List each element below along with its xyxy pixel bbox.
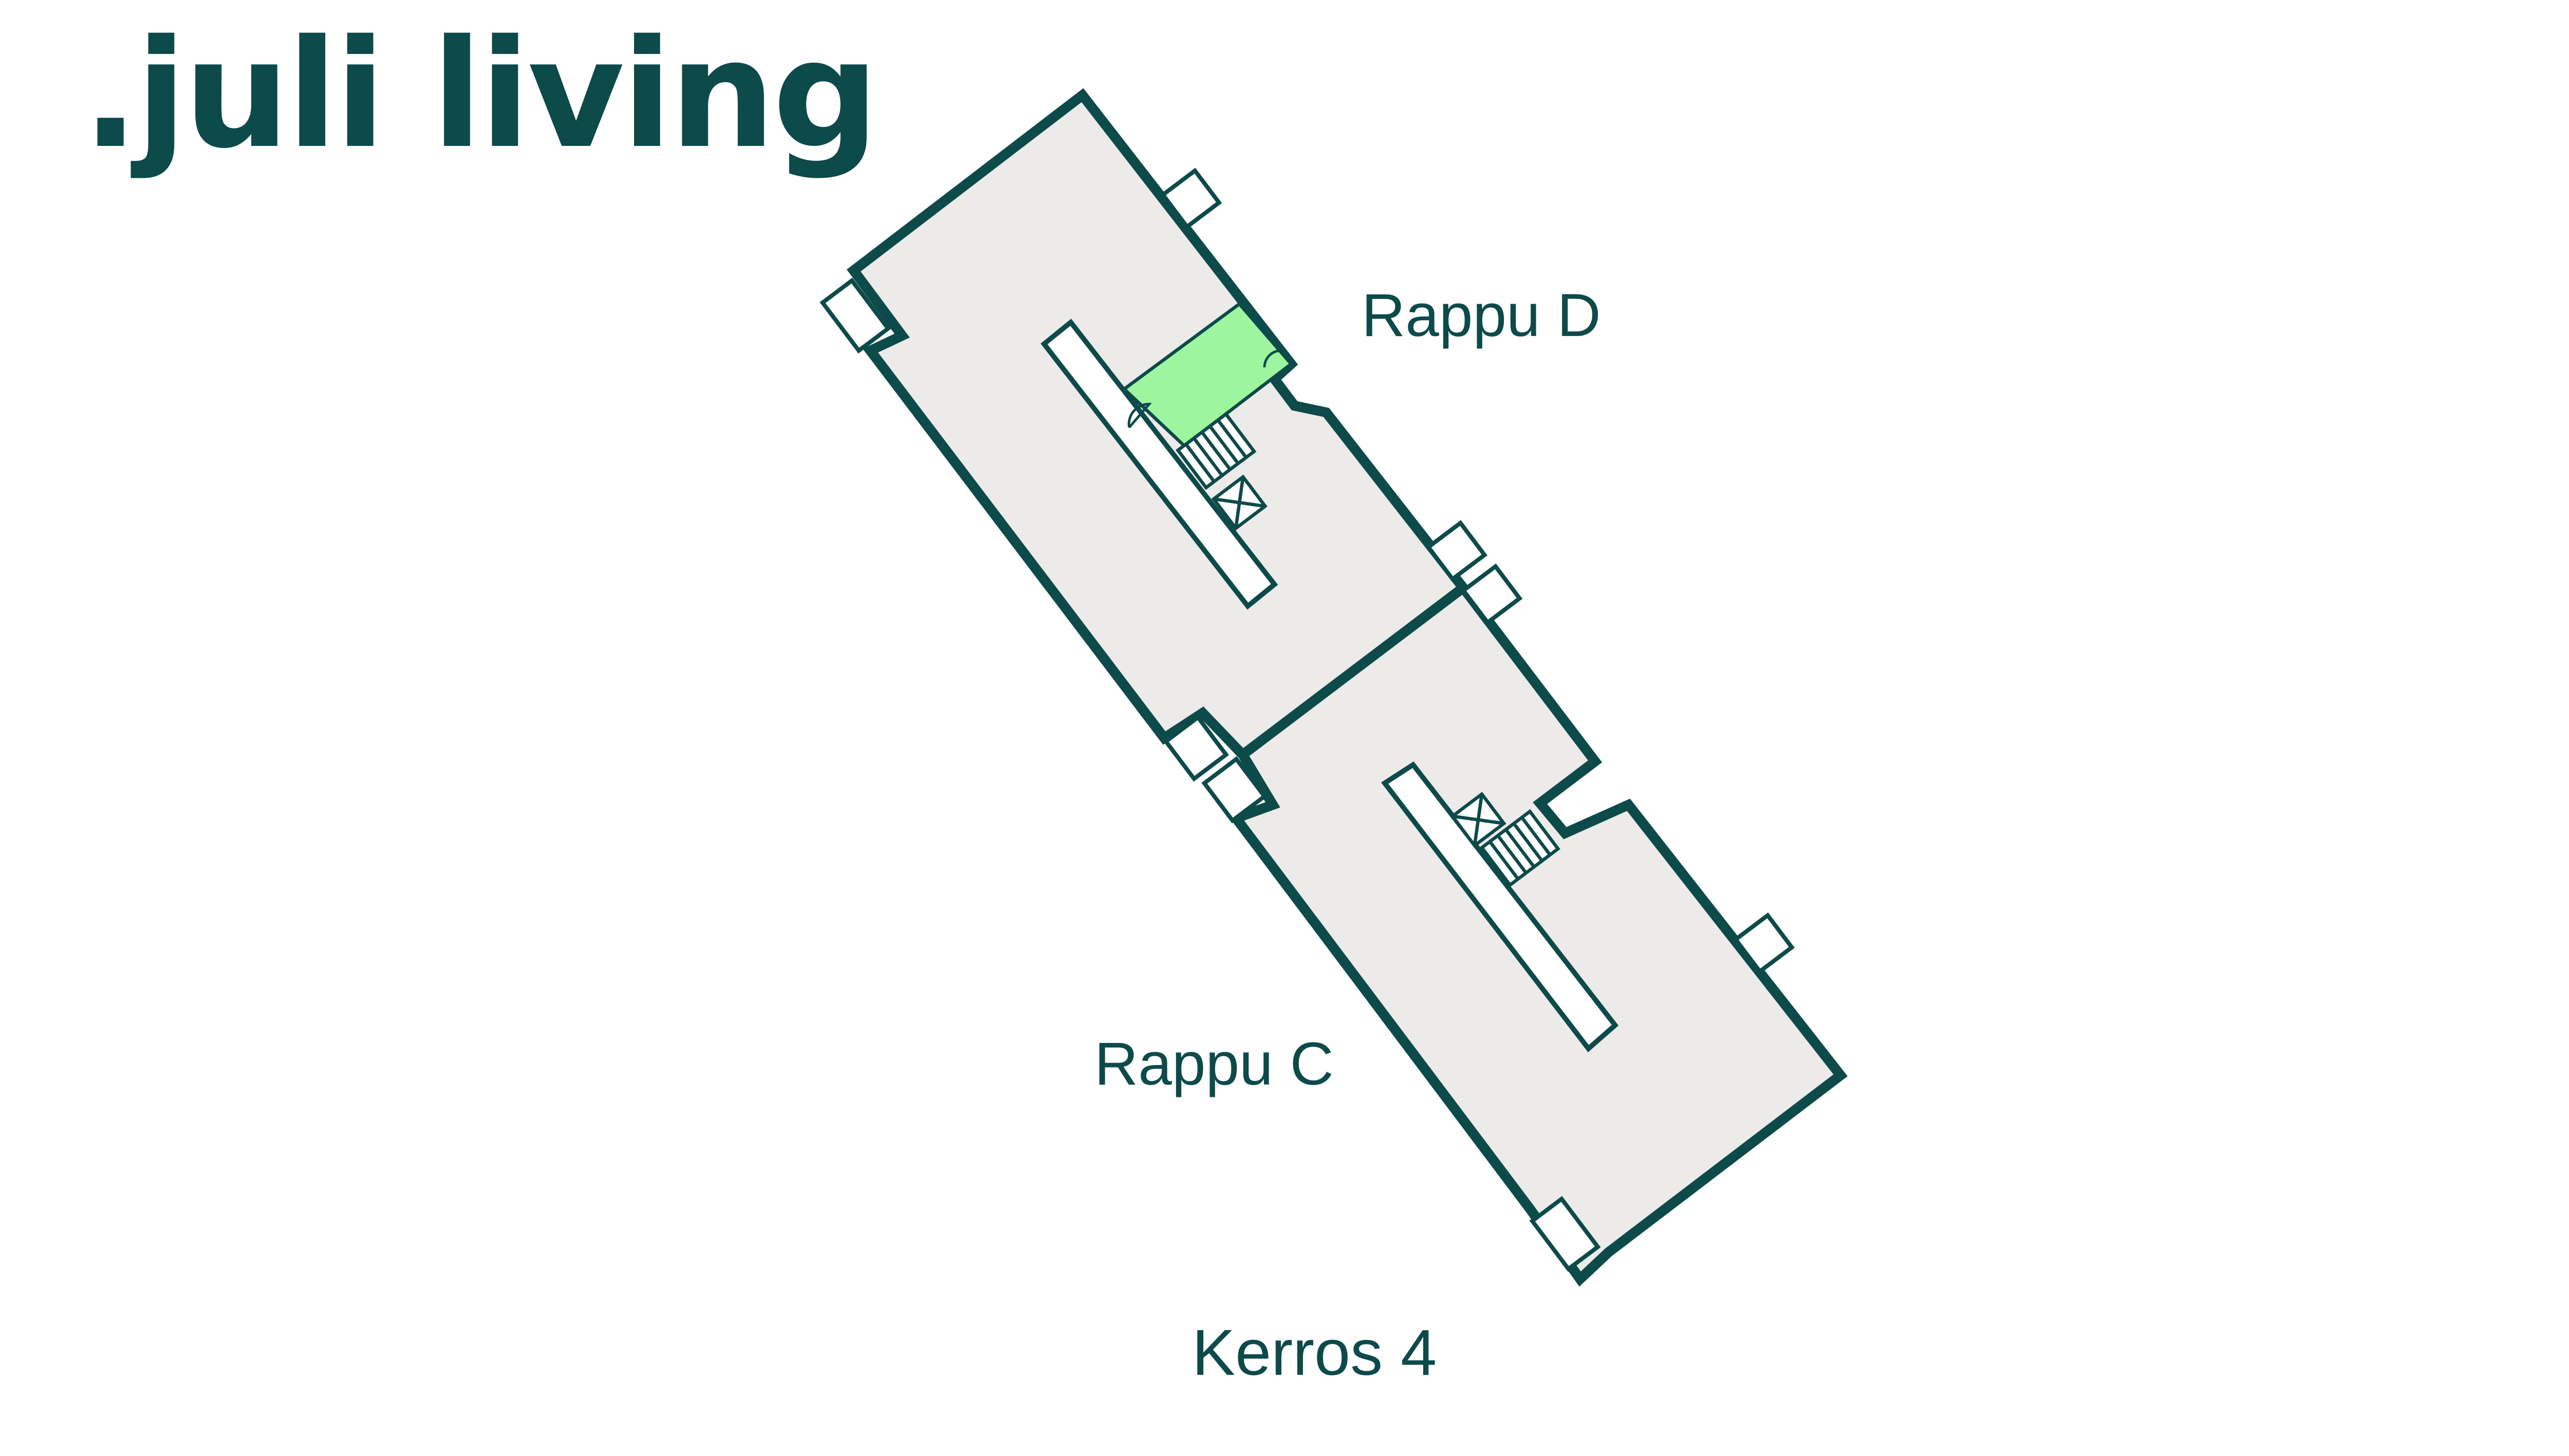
inner-courtyard-d [1040,319,1278,610]
stairwell-d [1176,412,1268,531]
stairs-icon [1479,809,1560,888]
balcony [1163,714,1229,782]
balcony [1425,520,1488,582]
stairwell-d-label: Rappu D [1362,282,1601,349]
balcony [1201,756,1268,824]
floor-label: Kerros 4 [1192,1316,1437,1389]
highlighted-apartment[interactable] [1121,302,1294,449]
brand-logo: .juli living [82,8,879,181]
door-swing-icon [1127,403,1152,428]
balcony [1733,912,1795,975]
balcony [1529,1196,1601,1272]
balcony [820,277,891,354]
balcony [1460,563,1523,626]
stairwell-c-label: Rappu C [1094,1030,1334,1098]
inner-courtyard-c [1381,761,1619,1053]
stairwell-c [1450,792,1560,888]
door-swing-icon [1263,349,1283,368]
stairs-icon [1176,412,1257,490]
balcony [1160,167,1222,230]
